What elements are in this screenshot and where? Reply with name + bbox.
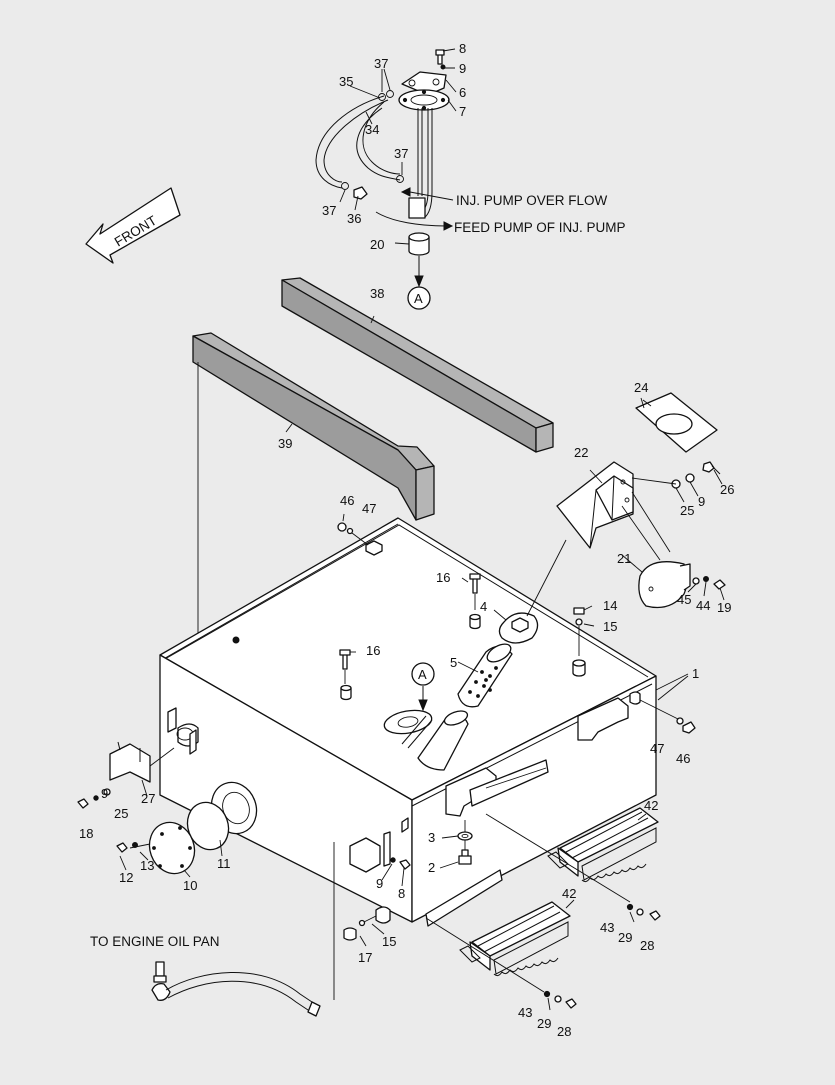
callout-47: 47 xyxy=(650,741,664,756)
callout-9: 9 xyxy=(376,876,383,891)
callout-2: 2 xyxy=(428,860,435,875)
callout-13: 13 xyxy=(140,858,154,873)
fuel-tank: A xyxy=(77,517,696,1000)
callout-10: 10 xyxy=(183,878,197,893)
callout-42: 42 xyxy=(562,886,576,901)
callout-34: 34 xyxy=(365,122,379,137)
access-plate xyxy=(621,491,726,609)
front-arrow: FRONT xyxy=(85,187,181,264)
label-inj-pump-over-flow: INJ. PUMP OVER FLOW xyxy=(456,193,608,208)
callout-43: 43 xyxy=(518,1005,532,1020)
callout-4: 4 xyxy=(480,599,487,614)
callout-20: 20 xyxy=(370,237,384,252)
step-42-upper xyxy=(485,807,659,903)
callout-26: 26 xyxy=(720,482,734,497)
label-to-engine-oil-pan: TO ENGINE OIL PAN xyxy=(90,934,220,949)
step-hardware xyxy=(543,903,661,1009)
callout-21: 21 xyxy=(617,551,631,566)
callout-29: 29 xyxy=(537,1016,551,1031)
step-42-lower xyxy=(425,901,571,993)
callout-9: 9 xyxy=(101,786,108,801)
callout-28: 28 xyxy=(557,1024,571,1039)
callout-27: 27 xyxy=(141,791,155,806)
callout-11: 11 xyxy=(217,856,231,871)
callout-18: 18 xyxy=(79,826,93,841)
callout-9: 9 xyxy=(459,61,466,76)
callout-46: 46 xyxy=(676,751,690,766)
callout-36: 36 xyxy=(347,211,361,226)
callout-12: 12 xyxy=(119,870,133,885)
ref-a-tank: A xyxy=(418,667,427,682)
callout-25: 25 xyxy=(114,806,128,821)
callout-5: 5 xyxy=(450,655,457,670)
callout-37: 37 xyxy=(374,56,388,71)
insulation-bar-39 xyxy=(192,332,435,521)
callout-1: 1 xyxy=(692,666,699,681)
callout-43: 43 xyxy=(600,920,614,935)
callout-29: 29 xyxy=(618,930,632,945)
callout-9: 9 xyxy=(698,494,705,509)
oil-pan-hose xyxy=(151,961,321,1017)
callout-28: 28 xyxy=(640,938,654,953)
callout-6: 6 xyxy=(459,85,466,100)
callout-42: 42 xyxy=(644,798,658,813)
fuel-gauge-unit: A xyxy=(315,48,457,310)
callout-47: 47 xyxy=(362,501,376,516)
callout-24: 24 xyxy=(634,380,648,395)
insulation-bar-38 xyxy=(281,277,554,453)
callout-15: 15 xyxy=(382,934,396,949)
callout-8: 8 xyxy=(459,41,466,56)
callout-17: 17 xyxy=(358,950,372,965)
callout-14: 14 xyxy=(603,598,617,613)
callout-37: 37 xyxy=(394,146,408,161)
callout-46: 46 xyxy=(340,493,354,508)
callout-35: 35 xyxy=(339,74,353,89)
callout-38: 38 xyxy=(370,286,384,301)
filler-cover xyxy=(556,392,723,549)
callout-15: 15 xyxy=(603,619,617,634)
callout-44: 44 xyxy=(696,598,710,613)
callout-25: 25 xyxy=(680,503,694,518)
callout-7: 7 xyxy=(459,104,466,119)
callout-numbers: 8 9 6 7 37 35 34 37 37 36 20 38 39 24 22… xyxy=(79,41,734,1039)
callout-39: 39 xyxy=(278,436,292,451)
callout-37: 37 xyxy=(322,203,336,218)
callout-22: 22 xyxy=(574,445,588,460)
callout-3: 3 xyxy=(428,830,435,845)
callout-45: 45 xyxy=(677,592,691,607)
callout-16: 16 xyxy=(436,570,450,585)
callout-8: 8 xyxy=(398,886,405,901)
callout-16: 16 xyxy=(366,643,380,658)
ref-a-top: A xyxy=(414,291,423,306)
label-feed-pump: FEED PUMP OF INJ. PUMP xyxy=(454,220,626,235)
callout-19: 19 xyxy=(717,600,731,615)
leader-lines xyxy=(119,315,689,1011)
